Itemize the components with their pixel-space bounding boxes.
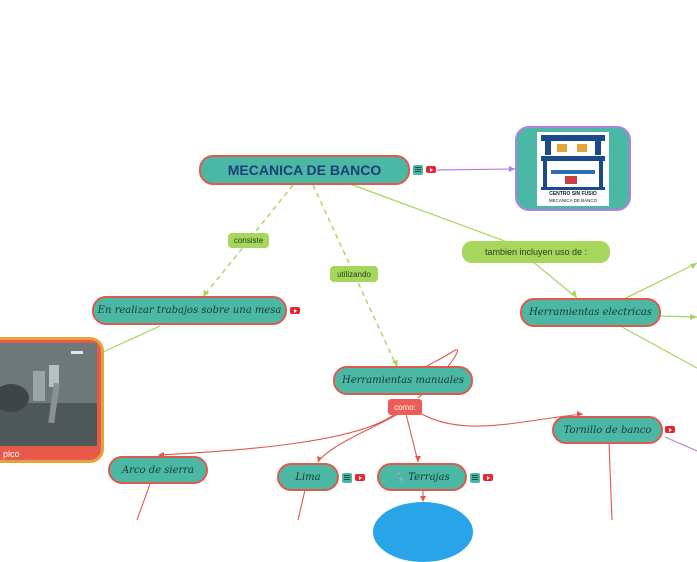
youtube-icon[interactable] (426, 166, 436, 173)
central-topic-label: MECANICA DE BANCO (227, 162, 382, 178)
image-card-left[interactable]: pico (0, 337, 104, 463)
topic-lima-label: Lima (295, 471, 321, 483)
label-tambien[interactable]: tambien incluyen uso de : (462, 241, 610, 263)
topic-trabajos[interactable]: En realizar trabajos sobre una mesa (92, 296, 287, 325)
topic-herramientas-electricas-label: Herramientas electricas (529, 307, 652, 318)
youtube-icon[interactable] (665, 426, 675, 433)
label-utilizando[interactable]: utilizando (330, 266, 378, 282)
arrow-head (203, 290, 209, 297)
arrow-head (690, 263, 697, 269)
youtube-icon[interactable] (290, 307, 300, 314)
topic-herramientas-electricas[interactable]: Herramientas electricas (520, 298, 661, 327)
topic-trabajos-label: En realizar trabajos sobre una mesa (97, 305, 282, 316)
tools-photo (0, 343, 97, 446)
notes-icon[interactable] (470, 473, 480, 483)
link-como-arco (157, 413, 396, 456)
link-tornillo-down (608, 442, 613, 520)
workbench-illustration (541, 135, 605, 190)
topic-lima[interactable]: Lima (277, 463, 339, 491)
topic-tornillo[interactable]: Tornillo de banco (552, 416, 663, 444)
arrow-head (415, 456, 421, 462)
image-title-line2: MECANICA DE BANCO (548, 198, 598, 203)
arrow-head (571, 290, 577, 298)
topic-terrajas[interactable]: 🔧 Terrajas (377, 463, 467, 491)
notes-icon[interactable] (413, 165, 423, 175)
topic-herramientas-manuales-label: Herramientas manuales (341, 375, 465, 386)
link-como-lima (317, 413, 399, 463)
link-central-image (436, 168, 516, 171)
arrow-head (509, 166, 515, 172)
topic-arco-label: Arco de sierra (121, 464, 195, 476)
topic-arco[interactable]: Arco de sierra (108, 456, 208, 484)
topic-terrajas-label: Terrajas (408, 471, 450, 483)
link-consiste (202, 184, 294, 298)
tools-photo-illustration (0, 343, 97, 446)
youtube-icon[interactable] (483, 474, 493, 481)
notes-icon[interactable] (342, 473, 352, 483)
image-card-central[interactable]: CENTRO SIN FUSIO MECANICA DE BANCO (515, 126, 631, 211)
label-consiste[interactable]: consiste (228, 233, 269, 248)
arrow-head (392, 360, 398, 367)
youtube-icon[interactable] (355, 474, 365, 481)
image-card-left-caption: pico (3, 449, 20, 459)
link-electricas-1 (621, 262, 697, 301)
label-como[interactable]: como: (388, 399, 422, 415)
arrow-head (577, 411, 583, 417)
topic-herramientas-manuales[interactable]: Herramientas manuales (333, 366, 473, 395)
workbench-image: CENTRO SIN FUSIO MECANICA DE BANCO (537, 132, 609, 206)
link-trabajos-image (102, 325, 161, 353)
link-arco-down (136, 483, 151, 520)
image-bubble-bottom[interactable] (373, 502, 473, 562)
link-como-terrajas (405, 413, 419, 463)
central-topic[interactable]: MECANICA DE BANCO (199, 155, 410, 185)
tool-icon: 🔧 (394, 472, 405, 482)
link-tornillo-right (664, 436, 697, 452)
image-title-line1: CENTRO SIN FUSIO (549, 191, 597, 197)
arrow-head (690, 314, 697, 320)
link-electricas-3 (621, 326, 697, 369)
link-lima-down (297, 489, 306, 520)
arrow-head (317, 456, 322, 462)
arrow-head (420, 496, 426, 502)
topic-tornillo-label: Tornillo de banco (563, 424, 652, 436)
